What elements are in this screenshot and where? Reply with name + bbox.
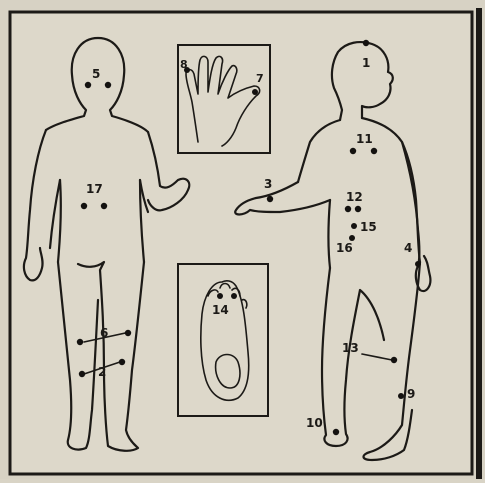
point-6-label: 6 bbox=[100, 326, 108, 340]
hand-inset bbox=[178, 45, 270, 153]
right-edge-bar bbox=[476, 8, 482, 479]
point-7-dot bbox=[252, 89, 258, 95]
point-16-label: 16 bbox=[336, 241, 353, 255]
point-13-dot bbox=[391, 357, 397, 363]
point-11-label: 11 bbox=[356, 132, 373, 146]
point-10-label: 10 bbox=[306, 416, 323, 430]
point-17-label: 17 bbox=[86, 182, 103, 196]
point-1-dot bbox=[363, 40, 369, 46]
point-17-dot-left bbox=[81, 203, 87, 209]
point-4-label: 4 bbox=[404, 241, 412, 255]
point-11-dot-left bbox=[350, 148, 356, 154]
point-4-dot bbox=[415, 261, 421, 267]
point-5-label: 5 bbox=[92, 67, 100, 81]
point-2-dot-left bbox=[79, 371, 85, 377]
point-12-dot-right bbox=[355, 206, 361, 212]
point-1-label: 1 bbox=[362, 56, 370, 70]
point-7-label: 7 bbox=[256, 72, 264, 85]
point-2-label: 2 bbox=[98, 365, 106, 379]
point-3-label: 3 bbox=[264, 177, 272, 191]
point-12-dot-left bbox=[345, 206, 351, 212]
point-13-label: 13 bbox=[342, 341, 359, 355]
point-9-label: 9 bbox=[407, 387, 415, 401]
point-3-dot bbox=[267, 196, 273, 202]
foot-inset bbox=[178, 264, 268, 416]
point-2-dot-right bbox=[119, 359, 125, 365]
point-6-dot-right bbox=[125, 330, 131, 336]
point-12-label: 12 bbox=[346, 190, 363, 204]
point-5-dot-left bbox=[85, 82, 91, 88]
point-14-label: 14 bbox=[212, 303, 229, 317]
point-6-dot-left bbox=[77, 339, 83, 345]
foot-inset-frame bbox=[178, 264, 268, 416]
point-17-dot-right bbox=[101, 203, 107, 209]
point-8-label: 8 bbox=[180, 58, 188, 71]
point-10-dot bbox=[333, 429, 339, 435]
point-15-label: 15 bbox=[360, 220, 377, 234]
point-14-dot-right bbox=[231, 293, 237, 299]
point-15-dot bbox=[351, 223, 357, 229]
point-11-dot-right bbox=[371, 148, 377, 154]
point-14-dot-left bbox=[217, 293, 223, 299]
point-5-dot-right bbox=[105, 82, 111, 88]
point-9-dot bbox=[398, 393, 404, 399]
